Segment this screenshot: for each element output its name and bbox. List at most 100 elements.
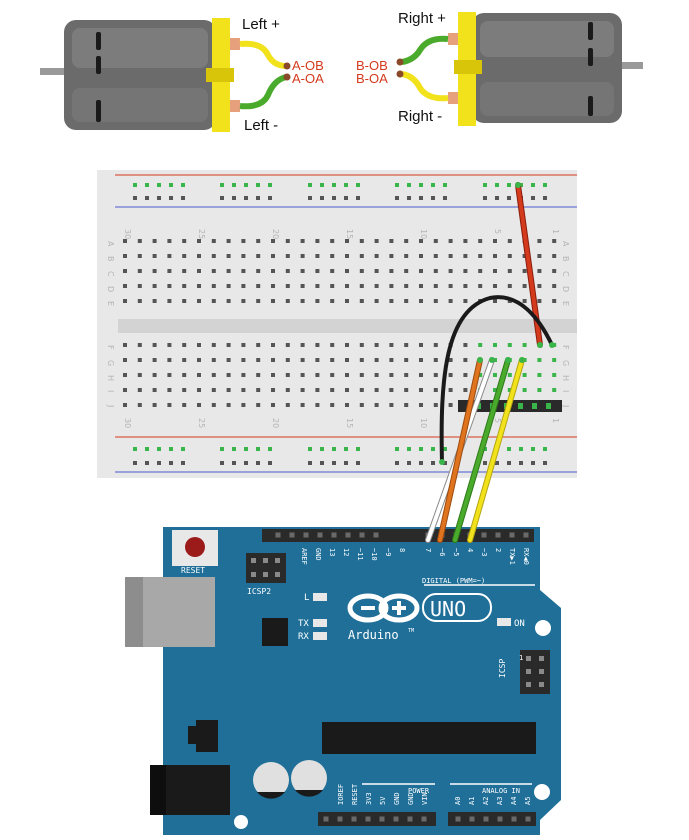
header-pin[interactable] (525, 816, 531, 822)
header-pin[interactable] (421, 816, 427, 822)
header-pin[interactable] (365, 816, 371, 822)
header-pin[interactable] (509, 532, 515, 538)
pin-label: 13 (328, 548, 336, 556)
breadboard-hole (167, 388, 172, 392)
header-pin[interactable] (523, 532, 529, 538)
breadboard-hole (182, 254, 187, 258)
breadboard-hole (463, 269, 468, 273)
breadboard-hole (433, 284, 438, 288)
header-pin[interactable] (379, 816, 385, 822)
breadboard-hole (256, 269, 261, 273)
header-pin[interactable] (481, 532, 487, 538)
breadboard-hole (256, 358, 261, 362)
arduino-board (163, 527, 561, 835)
header-pin[interactable] (351, 816, 357, 822)
breadboard-hole (300, 388, 305, 392)
breadboard-hole (493, 239, 497, 243)
breadboard-hole (167, 284, 172, 288)
breadboard-hole (152, 358, 157, 362)
voltage-regulator (196, 720, 218, 752)
breadboard-hole (537, 284, 542, 288)
breadboard-hole (220, 183, 224, 187)
breadboard-hole (241, 343, 246, 347)
breadboard-hole (495, 461, 499, 465)
row-letter: B (561, 256, 570, 262)
header-pin[interactable] (497, 816, 503, 822)
breadboard-hole (507, 284, 512, 288)
breadboard-hole (493, 299, 497, 303)
breadboard-hole (197, 269, 201, 273)
breadboard-hole (344, 461, 348, 465)
header-pin[interactable] (407, 816, 413, 822)
breadboard-hole (211, 373, 216, 377)
breadboard-hole (448, 388, 453, 392)
breadboard-hole (374, 284, 379, 288)
header-pin[interactable] (495, 532, 501, 538)
breadboard-hole (300, 343, 305, 347)
header-pin[interactable] (323, 816, 329, 822)
breadboard-column-numbers-bottom: 30 25 20 15 10 5 1 (123, 418, 560, 428)
breadboard-hole (463, 358, 468, 362)
right-motor-shaft (615, 62, 643, 69)
header-pin[interactable] (393, 816, 399, 822)
pin-label: RESET (351, 783, 359, 805)
breadboard-hole (448, 239, 453, 243)
breadboard-hole (226, 254, 231, 258)
breadboard-hole (519, 447, 523, 451)
breadboard-hole (271, 343, 275, 347)
header-pin[interactable] (337, 816, 343, 822)
header-pin[interactable] (289, 532, 295, 538)
breadboard-hole (226, 373, 231, 377)
pin-label: ~3 (480, 548, 488, 556)
pin-label: ~11 (356, 548, 364, 561)
breadboard-hole (123, 373, 127, 377)
breadboard-hole (137, 254, 142, 258)
breadboard-hole (308, 447, 312, 451)
breadboard-hole (256, 388, 261, 392)
header-pin[interactable] (275, 532, 281, 538)
breadboard-hole (169, 447, 173, 451)
breadboard-hole (271, 254, 275, 258)
breadboard-hole (552, 373, 557, 377)
reset-button-knob[interactable] (185, 537, 205, 557)
header-pin[interactable] (345, 532, 351, 538)
breadboard-hole (226, 388, 231, 392)
led-on-label: ON (514, 619, 525, 629)
breadboard-hole (167, 299, 172, 303)
breadboard-hole (374, 403, 379, 407)
row-letter: E (561, 301, 570, 306)
header-pin[interactable] (483, 816, 489, 822)
breadboard-hole (359, 299, 364, 303)
mount-hole (535, 620, 551, 636)
breadboard-hole (330, 299, 335, 303)
breadboard-hole (345, 299, 349, 303)
breadboard-column-numbers-top: 30 25 20 15 10 5 1 (123, 229, 560, 239)
header-pin[interactable] (373, 532, 379, 538)
col-number: 20 (271, 418, 280, 428)
breadboard-hole (330, 239, 335, 243)
uno-badge (422, 593, 492, 622)
header-pin[interactable] (469, 816, 475, 822)
header-pin[interactable] (303, 532, 309, 538)
pin-label: 4 (466, 548, 474, 552)
left-motor-wire-yellow (239, 40, 287, 69)
breadboard-hole (483, 461, 487, 465)
breadboard-hole (182, 239, 187, 243)
header-pin[interactable] (455, 816, 461, 822)
header-pin[interactable] (511, 816, 517, 822)
breadboard-hole (167, 343, 172, 347)
left-motor-wire-green (239, 74, 287, 110)
header-pin[interactable] (317, 532, 323, 538)
header-pin[interactable] (359, 532, 365, 538)
breadboard-hole (359, 239, 364, 243)
header-pin[interactable] (331, 532, 337, 538)
breadboard-hole (463, 284, 468, 288)
breadboard-hole (315, 254, 320, 258)
breadboard-hole (123, 358, 127, 362)
breadboard-hole (330, 269, 335, 273)
breadboard-hole (507, 254, 512, 258)
breadboard-hole (300, 299, 305, 303)
breadboard-hole (300, 373, 305, 377)
breadboard-hole (522, 269, 527, 273)
icsp-header (520, 650, 550, 694)
